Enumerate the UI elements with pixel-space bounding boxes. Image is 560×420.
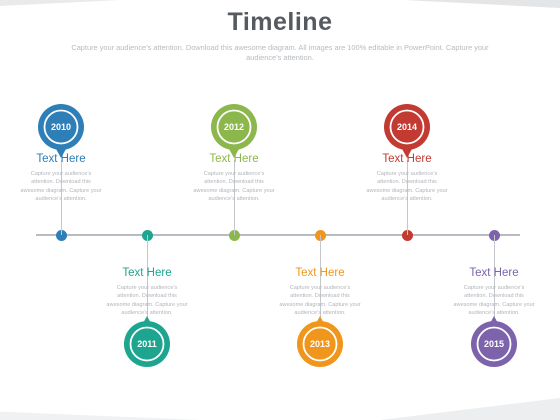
year-label-3: 2012 — [223, 122, 245, 132]
year-label-6: 2015 — [483, 339, 505, 349]
milestone-description-4: Capture your audience’s attention. Downl… — [279, 285, 361, 316]
milestone-heading-3: Text Here — [209, 153, 259, 165]
milestone-description-6: Capture your audience’s attention. Downl… — [453, 285, 535, 316]
corner-decoration-top-left — [0, 0, 120, 6]
corner-decoration-top-right — [300, 0, 560, 8]
year-marker-1: 2010 — [38, 104, 84, 162]
milestone-heading-5: Text Here — [382, 153, 432, 165]
year-marker-4: 2013 — [297, 312, 343, 370]
timeline-dot-5 — [401, 229, 413, 241]
milestone-description-1: Capture your audience’s attention. Downl… — [20, 171, 102, 202]
page-subtitle: Capture your audience’s attention. Downl… — [71, 43, 489, 62]
timeline-connector-6 — [493, 235, 495, 318]
year-marker-3: 2012 — [211, 104, 257, 162]
milestone-description-3: Capture your audience’s attention. Downl… — [193, 171, 275, 202]
year-label-1: 2010 — [50, 122, 72, 132]
timeline-connector-1 — [60, 160, 62, 235]
timeline-connector-5 — [406, 160, 408, 235]
milestone-heading-2: Text Here — [122, 267, 172, 279]
milestone-heading-1: Text Here — [36, 153, 86, 165]
year-label-5: 2014 — [396, 122, 418, 132]
year-label-2: 2011 — [137, 339, 157, 349]
milestone-description-2: Capture your audience’s attention. Downl… — [106, 285, 188, 316]
milestone-description-5: Capture your audience’s attention. Downl… — [366, 171, 448, 202]
year-label-4: 2013 — [309, 339, 331, 349]
timeline-dot-1 — [55, 229, 67, 241]
timeline-dot-3 — [228, 229, 240, 241]
timeline-connector-4 — [319, 235, 321, 318]
year-marker-5: 2014 — [384, 104, 430, 162]
corner-decoration-bottom-right — [380, 398, 560, 420]
timeline-connector-2 — [146, 235, 148, 318]
milestone-heading-6: Text Here — [469, 267, 519, 279]
page-title: Timeline — [227, 8, 333, 36]
timeline-connector-3 — [233, 160, 235, 235]
corner-decoration-bottom-left — [0, 411, 200, 420]
year-marker-6: 2015 — [471, 312, 517, 370]
milestone-heading-4: Text Here — [295, 267, 345, 279]
timeline-axis — [36, 234, 520, 236]
year-marker-2: 2011 — [124, 312, 170, 370]
